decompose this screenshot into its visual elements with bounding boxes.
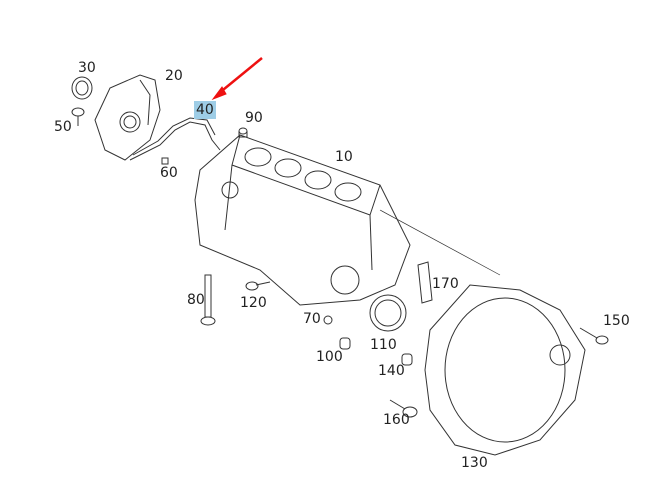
- part-120-bolt: [245, 281, 271, 291]
- part-40-gasket: [129, 117, 221, 161]
- part-70-plug: [323, 315, 333, 325]
- part-label-80[interactable]: 80: [187, 292, 205, 308]
- part-50-bolt: [71, 107, 85, 126]
- part-label-130[interactable]: 130: [461, 455, 488, 471]
- part-170-bracket: [417, 261, 433, 304]
- part-20-front-cover: [94, 74, 161, 161]
- part-140-dowel: [401, 353, 413, 366]
- part-label-90[interactable]: 90: [245, 110, 263, 126]
- part-label-60[interactable]: 60: [160, 165, 178, 181]
- part-label-120[interactable]: 120: [240, 295, 267, 311]
- highlight-arrow: [211, 57, 263, 101]
- part-label-170[interactable]: 170: [432, 276, 459, 292]
- part-label-40-highlighted[interactable]: 40: [194, 101, 216, 119]
- part-90-dowel: [238, 127, 248, 138]
- part-label-30[interactable]: 30: [78, 60, 96, 76]
- part-label-160[interactable]: 160: [383, 412, 410, 428]
- part-60-dowel: [161, 157, 169, 165]
- part-80-bolt: [200, 274, 216, 326]
- part-130-intermediate-plate: [424, 284, 586, 456]
- part-label-100[interactable]: 100: [316, 349, 343, 365]
- part-label-50[interactable]: 50: [54, 119, 72, 135]
- part-label-10[interactable]: 10: [335, 149, 353, 165]
- part-label-20[interactable]: 20: [165, 68, 183, 84]
- part-150-bolt: [579, 327, 609, 345]
- part-110-rear-seal: [369, 294, 407, 332]
- part-10-engine-block: [194, 134, 501, 306]
- part-label-70[interactable]: 70: [303, 311, 321, 327]
- part-label-140[interactable]: 140: [378, 363, 405, 379]
- part-label-150[interactable]: 150: [603, 313, 630, 329]
- part-30-seal: [71, 76, 93, 100]
- part-label-110[interactable]: 110: [370, 337, 397, 353]
- part-100-plug: [339, 337, 351, 350]
- part-160-bolt: [389, 399, 418, 418]
